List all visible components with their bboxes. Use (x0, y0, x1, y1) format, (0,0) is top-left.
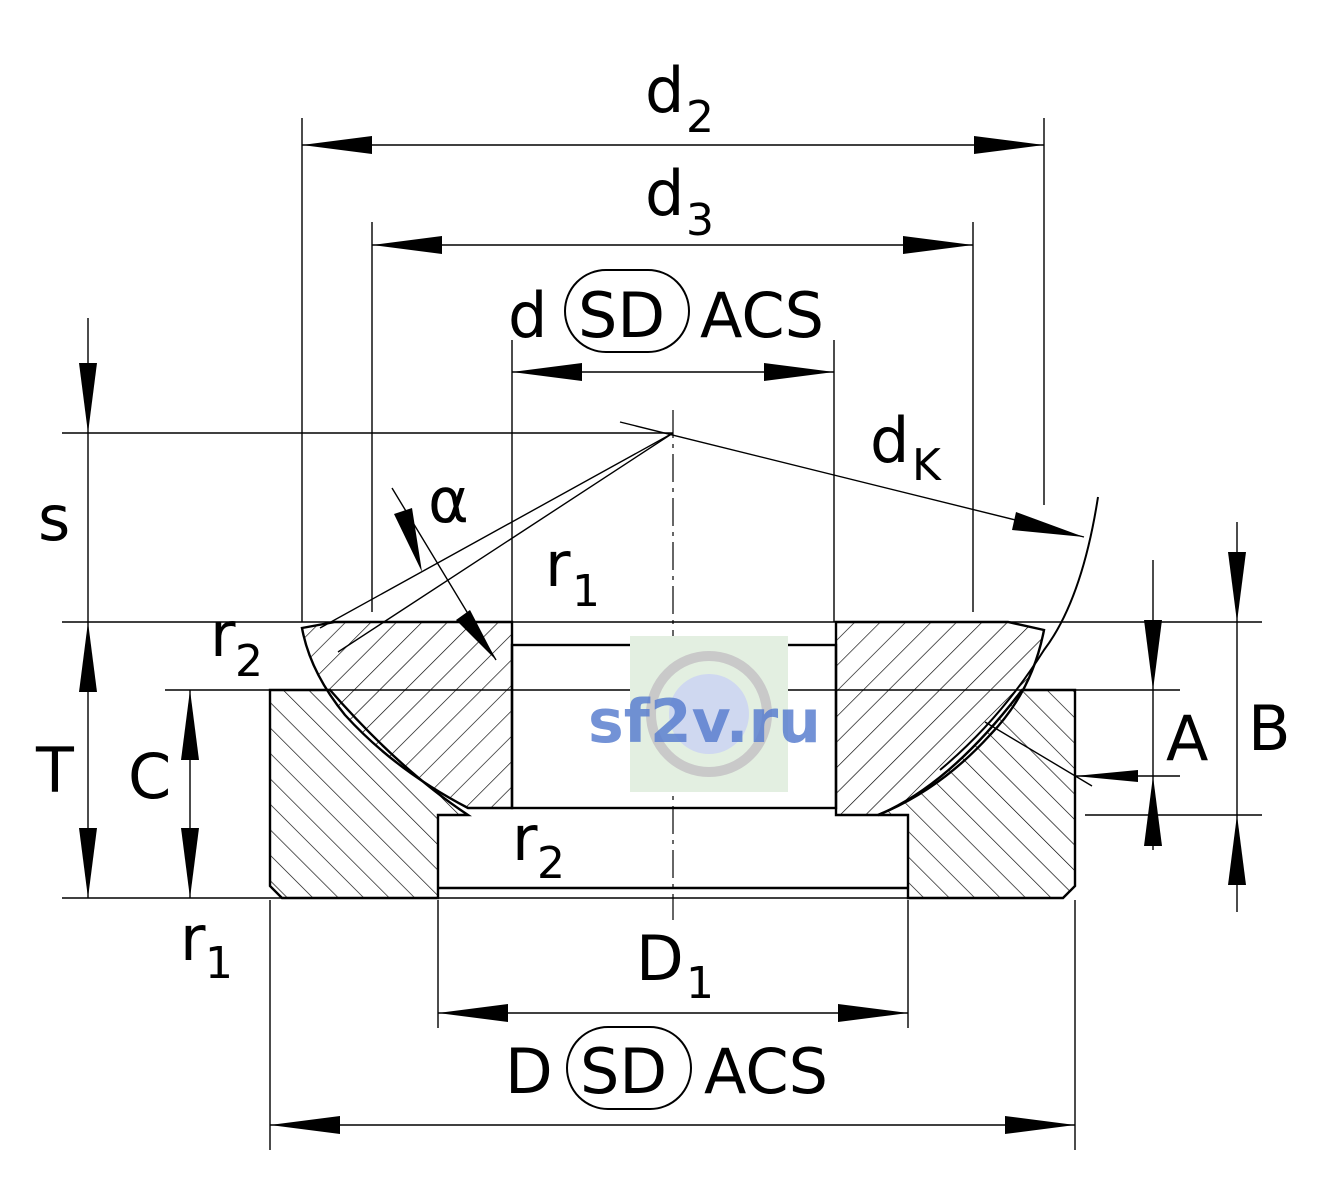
r1-bottom-label-sub: 1 (205, 938, 233, 989)
A-leader-arrow (1075, 770, 1138, 782)
s-arrow-top (79, 363, 97, 433)
d2-label-sub: 2 (686, 92, 714, 143)
dk-leader (619, 421, 1085, 538)
D-arrow-left (270, 1116, 340, 1134)
alpha-arrow (394, 508, 422, 572)
C-arrow-bottom (181, 828, 199, 898)
sphere-arc (939, 496, 1099, 771)
d-label: d (508, 279, 547, 352)
A-leader (984, 721, 1093, 787)
dk-label-sub: K (912, 440, 942, 491)
D-arrow-right (1005, 1116, 1075, 1134)
watermark-text: sf2v.ru (588, 687, 821, 757)
d3-label: d (645, 157, 684, 230)
alpha-line-2 (337, 432, 674, 653)
r2-left-label: r (210, 598, 236, 671)
d2-arrow-right (974, 136, 1044, 154)
D1-label: D (636, 922, 684, 995)
watermark-bearing-ring (646, 651, 772, 777)
r1-bottom-label: r (180, 902, 206, 975)
D-tolerance-frame (566, 1026, 692, 1110)
d2-arrow-left (302, 136, 372, 154)
alpha-label: α (428, 464, 469, 537)
A-arrow-top (1144, 620, 1162, 690)
D1-arrow-left (438, 1004, 508, 1022)
r2-bottom-label-sub: 2 (537, 838, 565, 889)
A-label: A (1166, 702, 1208, 775)
C-arrow-top (181, 690, 199, 760)
D-tolerance-label: SD (580, 1035, 667, 1108)
d3-arrow-right (903, 236, 973, 254)
r1-arrow (456, 610, 496, 660)
T-arrow-top (79, 622, 97, 692)
d-arrow-left (512, 363, 582, 381)
d3-label-sub: 3 (686, 195, 714, 246)
housing-washer-right (877, 688, 1077, 900)
D1-label-sub: 1 (686, 958, 714, 1009)
D-label: D (505, 1035, 553, 1108)
d3-arrow-left (372, 236, 442, 254)
dk-label: d (870, 404, 909, 477)
d-arrow-right (764, 363, 834, 381)
T-label: T (35, 734, 75, 807)
A-arrow-bottom (1144, 776, 1162, 846)
d-tolerance-frame (564, 269, 690, 353)
B-label: B (1248, 692, 1291, 765)
watermark-bearing-core (669, 674, 749, 754)
r2-bottom-label: r (512, 802, 538, 875)
C-label: C (128, 740, 171, 813)
B-arrow-bottom (1228, 815, 1246, 885)
d-suffix-label: ACS (700, 279, 824, 352)
d-tolerance-label: SD (578, 279, 665, 352)
housing-washer-left (268, 688, 472, 900)
r1-top-label-sub: 1 (572, 566, 600, 617)
r2-left-label-sub: 2 (235, 636, 263, 687)
watermark: sf2v.ru (588, 636, 821, 792)
d2-label: d (645, 54, 684, 127)
s-label: s (38, 482, 70, 555)
B-arrow-top (1228, 552, 1246, 622)
r1-top-label: r (545, 528, 571, 601)
D1-arrow-right (838, 1004, 908, 1022)
alpha-line-1 (319, 432, 674, 629)
D-suffix-label: ACS (704, 1035, 828, 1108)
T-arrow-bottom (79, 828, 97, 898)
dk-arrow (1012, 512, 1084, 537)
